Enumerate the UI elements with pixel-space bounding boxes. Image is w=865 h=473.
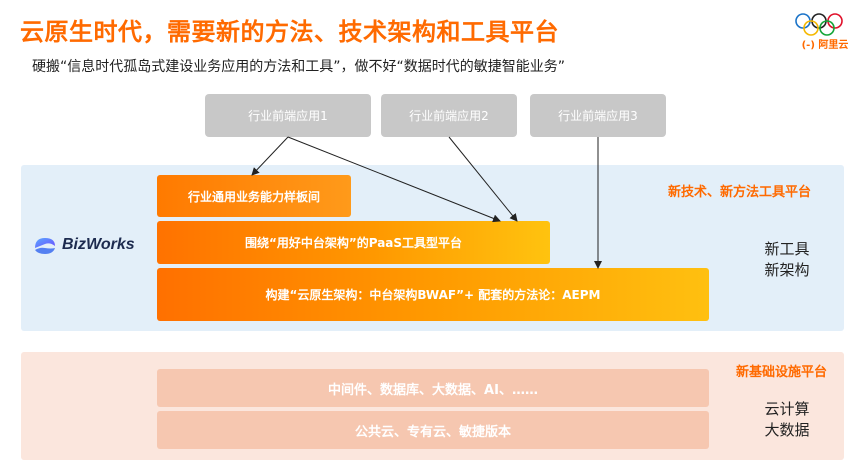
aliyun-logo: (-) 阿里云	[790, 40, 860, 62]
tech-note-line-2: 新架构	[764, 261, 810, 279]
infra-note-line-1: 云计算	[764, 400, 810, 418]
bizworks-text: BizWorks	[62, 236, 135, 253]
bizworks-logo: BizWorks	[32, 234, 135, 256]
paas-platform-bar: 围绕“用好中台架构”的PaaS工具型平台	[157, 221, 550, 264]
cloud-editions-bar: 公共云、专有云、敏捷版本	[157, 411, 709, 449]
aliyun-logo-tagline-mark	[790, 52, 860, 57]
olympic-rings-icon	[795, 13, 843, 36]
industry-app-2-box: 行业前端应用2	[381, 94, 517, 137]
industry-app-1-box: 行业前端应用1	[205, 94, 371, 137]
aliyun-logo-text: 阿里云	[818, 40, 849, 51]
infra-side-note: 云计算 大数据	[752, 399, 822, 441]
bizworks-icon	[35, 238, 55, 254]
infra-note-line-2: 大数据	[764, 421, 810, 439]
infra-platform-label: 新基础设施平台	[736, 365, 828, 380]
tech-note-line-1: 新工具	[764, 240, 810, 258]
page-subtitle: 硬搬“信息时代孤岛式建设业务应用的方法和工具”，做不好“数据时代的敏捷智能业务”	[32, 59, 566, 75]
industry-template-bar: 行业通用业务能力样板间	[157, 175, 351, 217]
tech-side-note: 新工具 新架构	[752, 239, 822, 281]
aliyun-logo-icon: (-)	[801, 40, 815, 51]
tech-platform-label: 新技术、新方法工具平台	[668, 185, 812, 200]
cloud-native-bwaf-bar: 构建“云原生架构：中台架构BWAF”+ 配套的方法论：AEPM	[157, 268, 709, 321]
industry-app-3-box: 行业前端应用3	[530, 94, 666, 137]
page-title: 云原生时代，需要新的方法、技术架构和工具平台	[20, 18, 559, 46]
middleware-bar: 中间件、数据库、大数据、AI、……	[157, 369, 709, 407]
